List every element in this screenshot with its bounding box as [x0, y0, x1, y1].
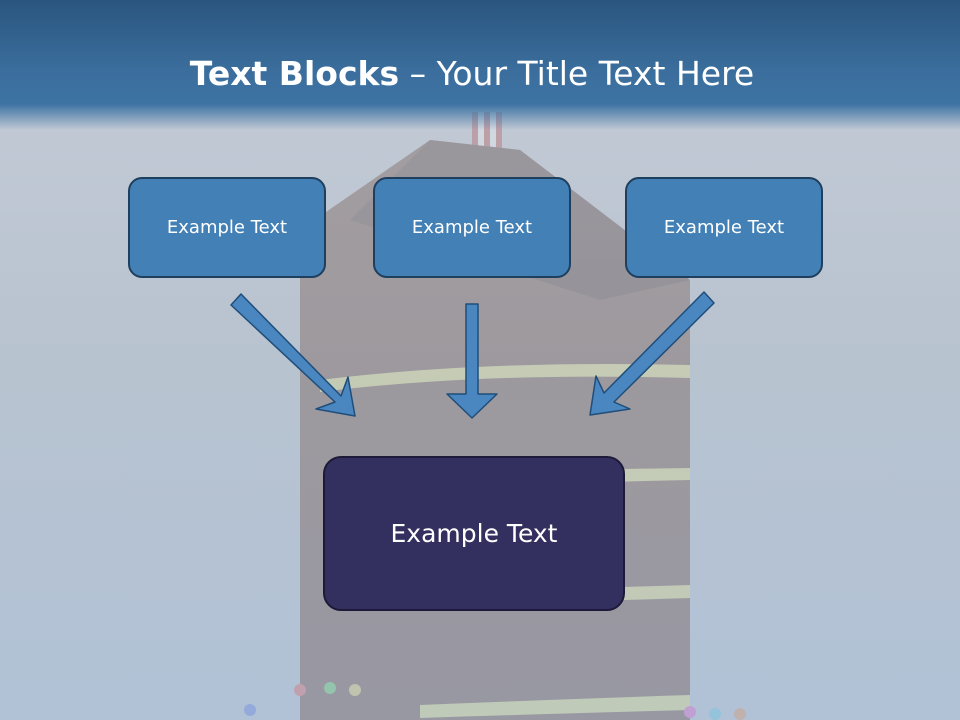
- main-text-block[interactable]: Example Text: [323, 456, 625, 611]
- arrow-down-icon: [446, 303, 498, 419]
- main-text-block-label: Example Text: [390, 519, 558, 548]
- text-block-3-label: Example Text: [663, 217, 785, 238]
- text-block-1[interactable]: Example Text: [128, 177, 326, 278]
- title-banner: [0, 0, 960, 130]
- title-rest: Your Title Text Here: [436, 54, 755, 93]
- text-block-3[interactable]: Example Text: [625, 177, 823, 278]
- arrow-down-left-icon: [589, 291, 715, 416]
- title-bold-part: Text Blocks: [189, 54, 400, 93]
- text-block-2-label: Example Text: [411, 217, 533, 238]
- slide-title: Text Blocks – Your Title Text Here: [0, 52, 944, 96]
- text-block-2[interactable]: Example Text: [373, 177, 571, 278]
- arrow-down-right-icon: [230, 293, 356, 417]
- text-block-1-label: Example Text: [166, 217, 288, 238]
- title-dash: –: [399, 54, 437, 93]
